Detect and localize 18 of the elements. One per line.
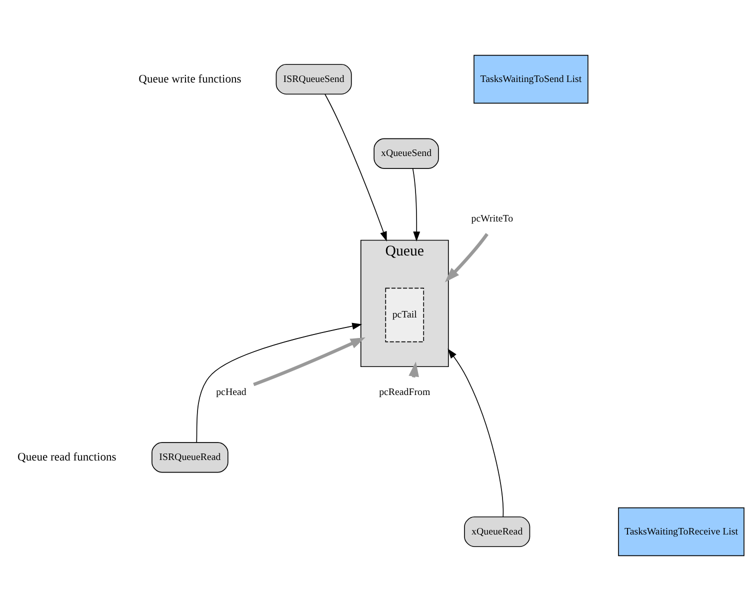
node-box: ISRQueueSend bbox=[276, 63, 352, 94]
arrow bbox=[444, 232, 488, 282]
arrow bbox=[412, 168, 420, 242]
label: Queue write functions bbox=[138, 72, 242, 85]
node-box: xQueueSend bbox=[374, 138, 439, 168]
node-box: pcTail bbox=[385, 287, 424, 342]
arrow bbox=[448, 348, 504, 517]
label: Queue read functions bbox=[18, 450, 116, 463]
node-text: pcWriteTo bbox=[471, 212, 514, 224]
arrow bbox=[324, 93, 387, 241]
node-box: ISRQueueRead bbox=[152, 442, 228, 472]
arrow bbox=[196, 322, 362, 442]
node-box: TasksWaitingToReceive List bbox=[618, 506, 744, 556]
node-box: xQueueRead bbox=[464, 516, 530, 547]
arrow bbox=[253, 336, 366, 386]
node-text: pcReadFrom bbox=[379, 386, 430, 398]
node-text: pcHead bbox=[216, 386, 246, 398]
node-box: TasksWaitingToSend List bbox=[474, 54, 588, 104]
